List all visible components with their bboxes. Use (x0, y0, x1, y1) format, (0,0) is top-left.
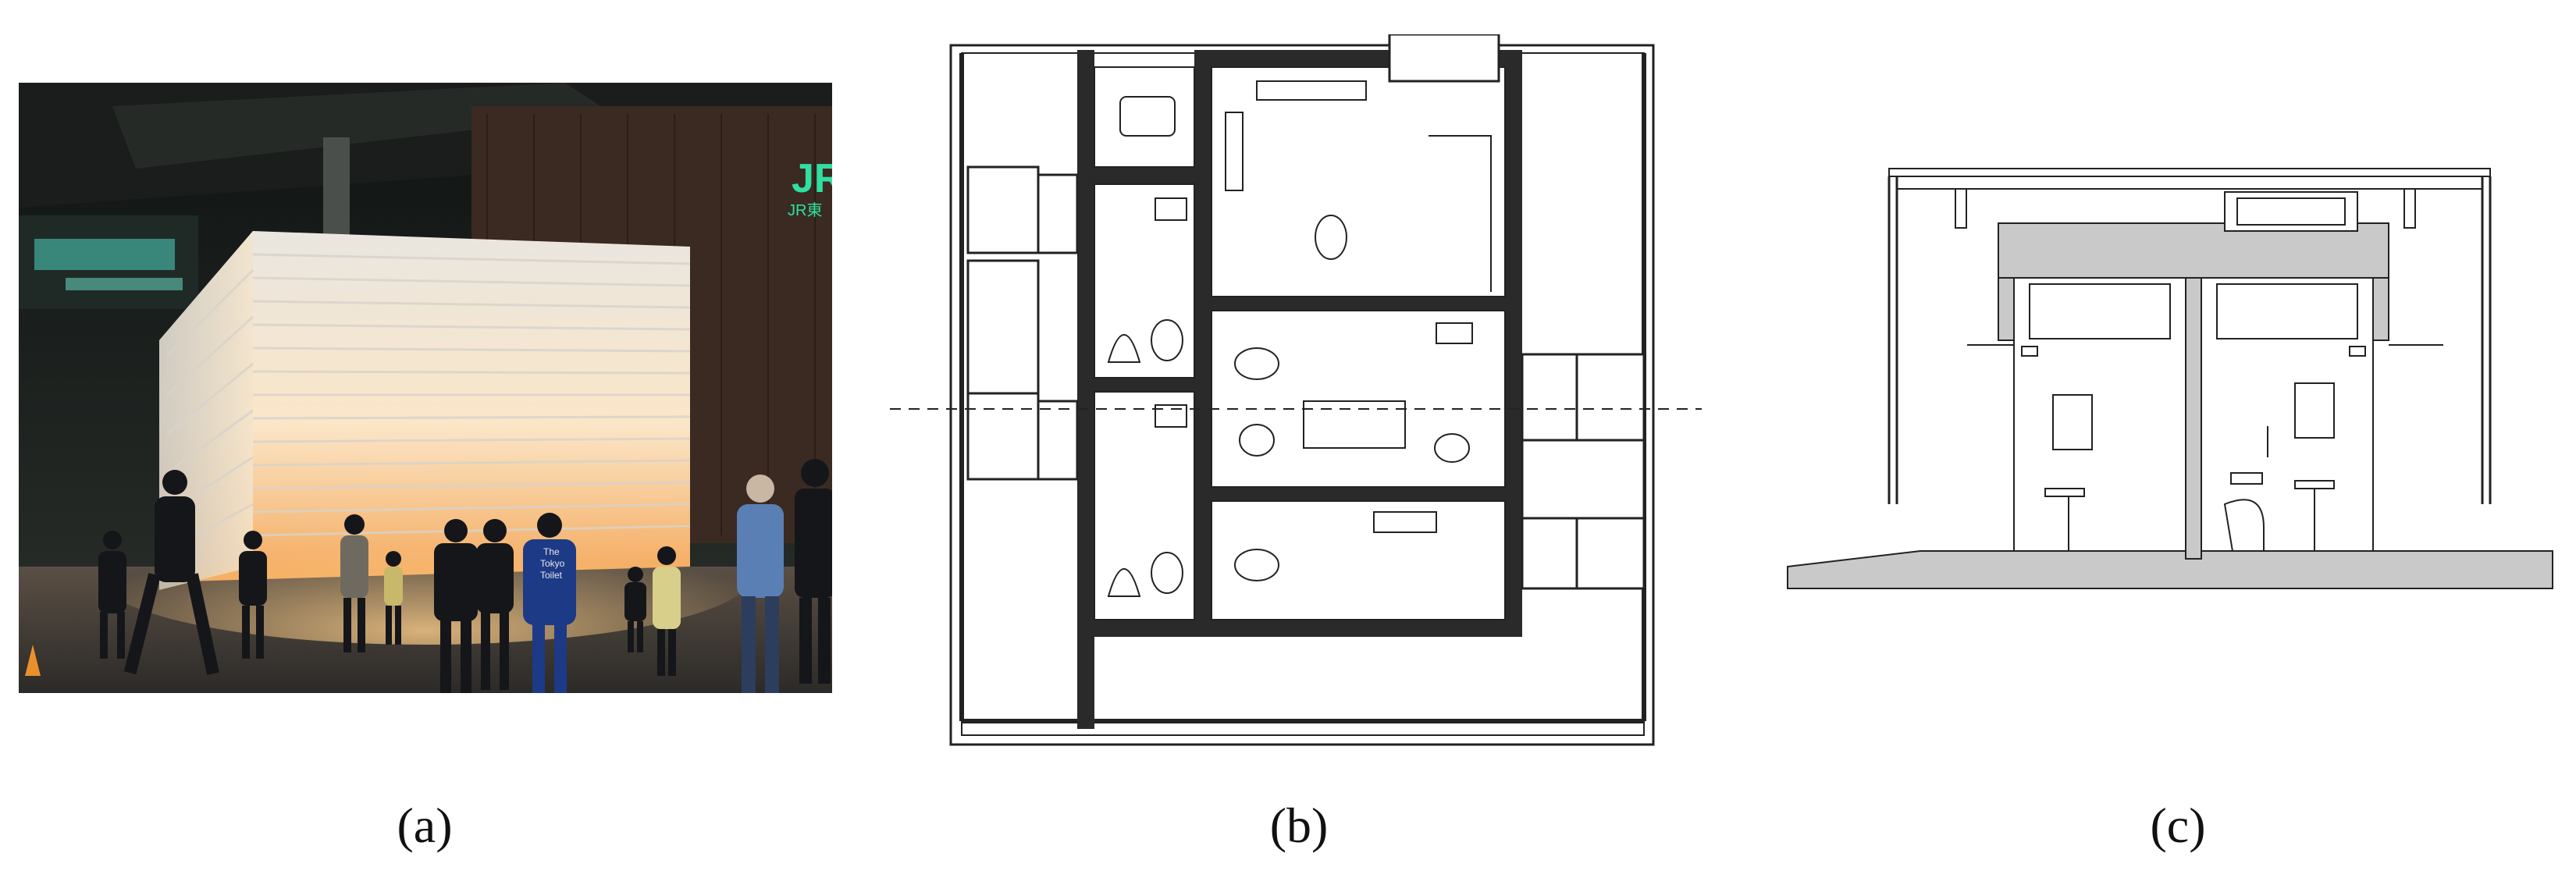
toilet-icon (1151, 319, 1183, 361)
counter-icon (1303, 400, 1406, 449)
skylight-box (2029, 283, 2171, 339)
mirror-icon (2294, 382, 2335, 439)
caption-c: (c) (2150, 798, 2206, 853)
traffic-cone (25, 645, 41, 676)
sink-icon (1119, 96, 1176, 137)
skylight-box (2216, 283, 2358, 339)
interior (2013, 191, 2374, 552)
sink-icon (1436, 322, 1473, 344)
roof-canopy (1888, 168, 2491, 177)
person (624, 567, 646, 652)
jr-sign-sub: JR東 (788, 201, 822, 219)
toilet-pavilion (159, 231, 690, 582)
bench-icon (1256, 80, 1367, 101)
jr-sign: JR (792, 156, 832, 201)
urinal-icon (1107, 334, 1141, 363)
toilet-icon (1315, 215, 1347, 260)
sink-counter-icon (2044, 488, 2085, 497)
svg-text:The: The (543, 546, 560, 557)
svg-text:Tokyo: Tokyo (540, 558, 565, 569)
toilet-icon (1234, 347, 1279, 380)
section-panel (1780, 161, 2560, 598)
outer-frame (949, 44, 1655, 746)
person (384, 551, 403, 645)
caption-a: (a) (397, 798, 453, 853)
toilet-icon (1151, 552, 1183, 594)
grab-rail-icon (1225, 112, 1244, 191)
train-lights (34, 239, 175, 270)
jacket-text: The Tokyo Toilet (540, 546, 565, 581)
entry-screens (966, 34, 1646, 590)
ground-slab (1787, 550, 2553, 589)
toilet-icon (1234, 549, 1279, 581)
canopy-panel (112, 83, 612, 169)
person (434, 519, 478, 693)
photo-panel: JR JR東 (19, 83, 832, 693)
urinal-icon (1107, 568, 1141, 597)
sink-counter-icon (2294, 480, 2335, 489)
svg-text:Toilet: Toilet (540, 570, 563, 581)
section-drawing (1787, 168, 2553, 589)
sink-icon (1155, 197, 1187, 221)
person (523, 513, 576, 693)
mirror-icon (2052, 394, 2093, 450)
toilet-photo: JR JR東 (19, 83, 832, 693)
floor-plan-panel (890, 34, 1702, 752)
core-cut (1998, 222, 2389, 560)
floor-plan (890, 34, 1702, 746)
person (239, 531, 267, 659)
sink-icon (1373, 511, 1437, 533)
person (476, 519, 514, 690)
fixtures (1107, 80, 1492, 597)
toilet-icon (2223, 499, 2265, 552)
person (653, 546, 681, 676)
sink-icon (1434, 433, 1470, 463)
core-walls (1077, 50, 1522, 729)
changing-board-icon (1429, 135, 1492, 292)
caption-b: (b) (1269, 798, 1329, 853)
toilet-icon (1239, 424, 1275, 457)
pavilion-louvers (165, 253, 691, 553)
person (98, 531, 126, 659)
person (340, 514, 368, 652)
person (737, 475, 784, 693)
pedestrians (98, 459, 832, 693)
person (123, 470, 219, 675)
person (795, 459, 832, 684)
